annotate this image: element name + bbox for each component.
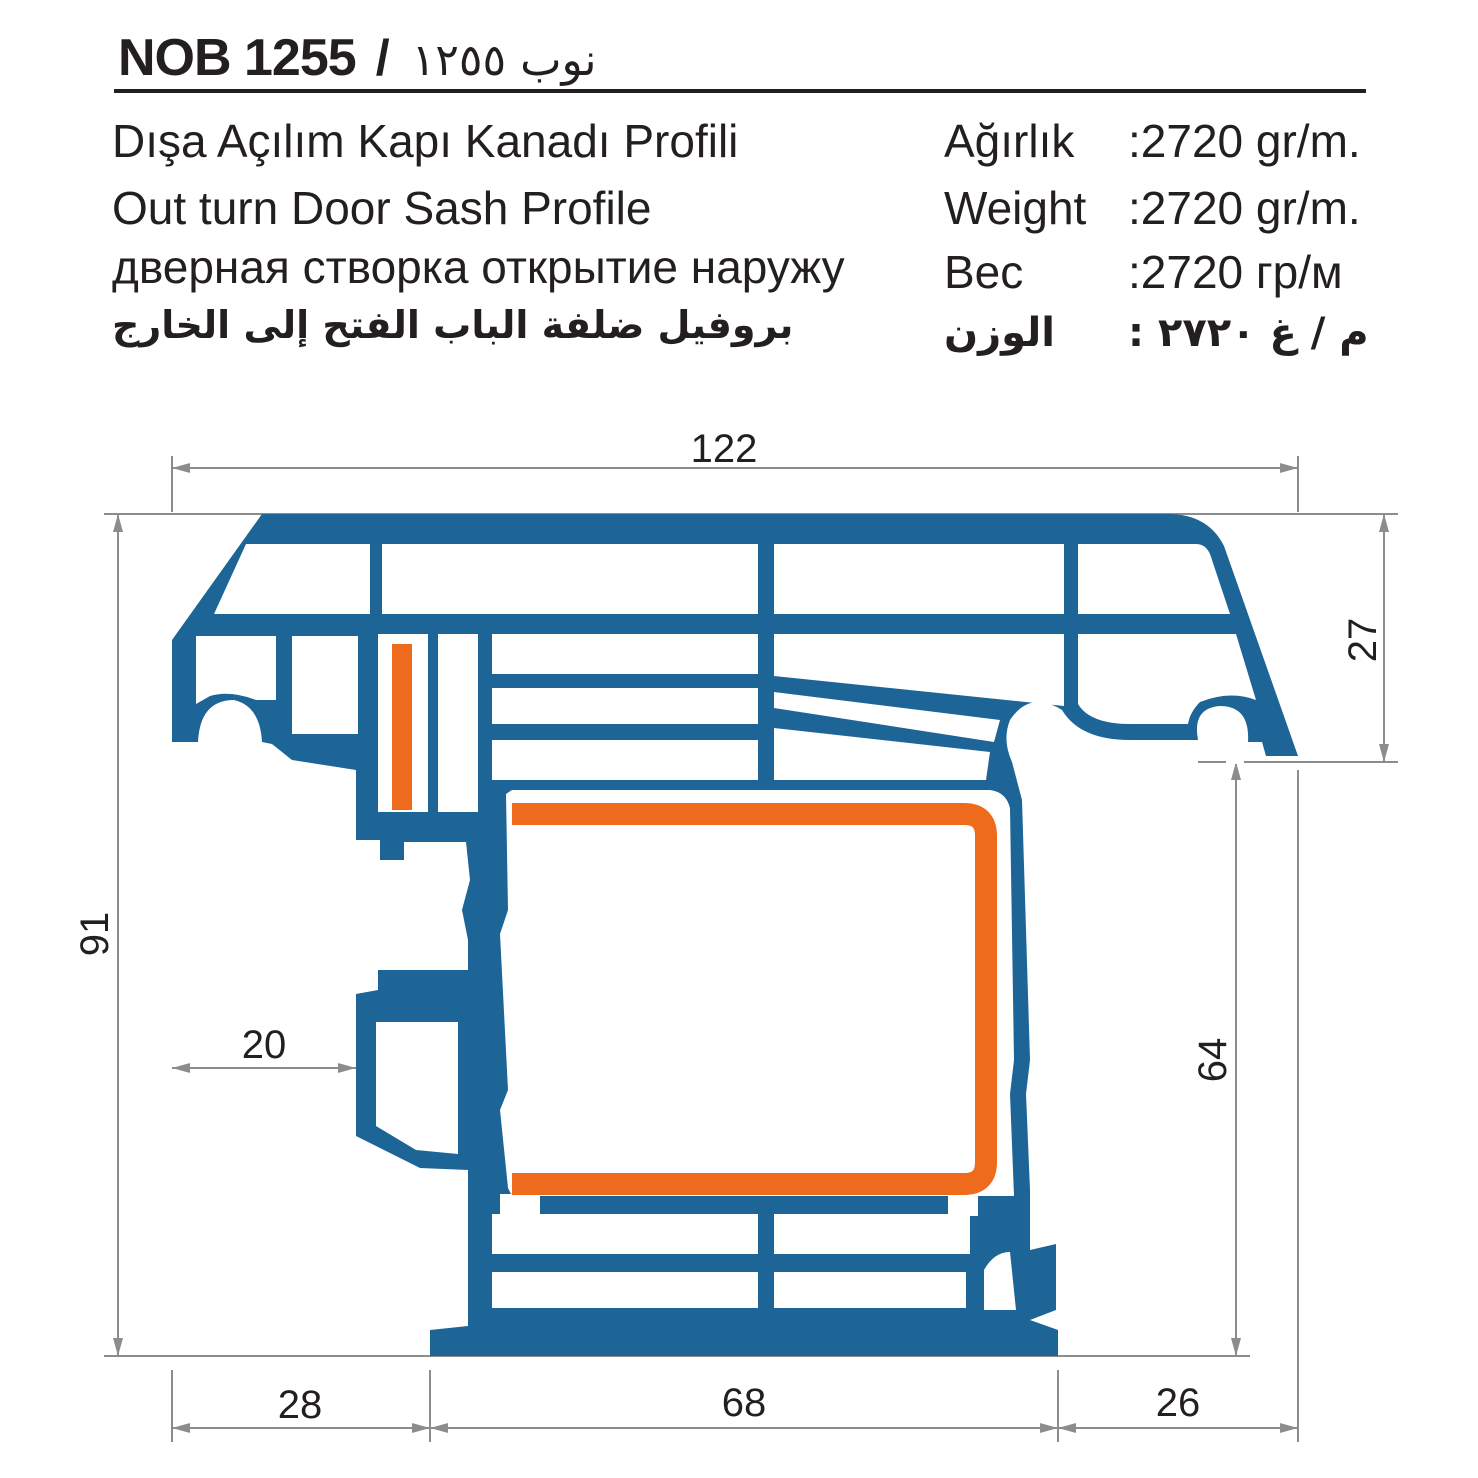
dimension-labels: 122 91 27 64 20 28 68 26 bbox=[73, 427, 1385, 1427]
dim-inner-height: 64 bbox=[1191, 1038, 1235, 1083]
dim-top-depth: 27 bbox=[1341, 618, 1385, 663]
description-russian: дверная створка открытие наружу bbox=[112, 241, 845, 293]
weight-value-turkish: :2720 gr/m. bbox=[1128, 115, 1361, 167]
weight-label-russian: Вес bbox=[944, 246, 1024, 298]
title-separator: / bbox=[375, 30, 390, 86]
weight-value-english: :2720 gr/m. bbox=[1128, 182, 1361, 234]
profile-outer-cutouts bbox=[216, 748, 1244, 1216]
dim-bottom-right: 26 bbox=[1156, 1381, 1201, 1425]
dim-bottom-middle: 68 bbox=[722, 1381, 767, 1425]
product-code-arabic: نوب ١٢٥٥ bbox=[411, 35, 597, 86]
weight-label-english: Weight bbox=[944, 182, 1087, 234]
reinforcement-bar-vertical bbox=[392, 644, 412, 810]
product-code: NOB 1255 bbox=[118, 29, 357, 87]
dim-overall-height: 91 bbox=[73, 912, 117, 957]
description-arabic: بروفيل ضلفة الباب الفتح إلى الخارج bbox=[112, 303, 794, 347]
weight-value-russian: :2720 гр/м bbox=[1128, 246, 1343, 298]
weight-value-arabic: : م / غ ٢٧٢٠ bbox=[1128, 310, 1369, 356]
dim-left-offset: 20 bbox=[242, 1023, 287, 1067]
description-turkish: Dışa Açılım Kapı Kanadı Profili bbox=[112, 115, 739, 167]
profile-chambers bbox=[196, 544, 1256, 1310]
steel-reinforcement bbox=[392, 644, 997, 1195]
weight-label-arabic: الوزن bbox=[944, 310, 1055, 356]
title-underline bbox=[114, 89, 1366, 93]
description-english: Out turn Door Sash Profile bbox=[112, 182, 652, 234]
dim-overall-width: 122 bbox=[691, 427, 758, 471]
weight-label-turkish: Ağırlık bbox=[944, 115, 1075, 167]
reinforcement-channel bbox=[512, 803, 997, 1195]
title-row: NOB 1255 / نوب ١٢٥٥ bbox=[118, 28, 597, 87]
pvc-profile bbox=[172, 514, 1298, 1356]
dimension-arrows bbox=[113, 463, 1389, 1433]
dim-bottom-left: 28 bbox=[278, 1383, 323, 1427]
